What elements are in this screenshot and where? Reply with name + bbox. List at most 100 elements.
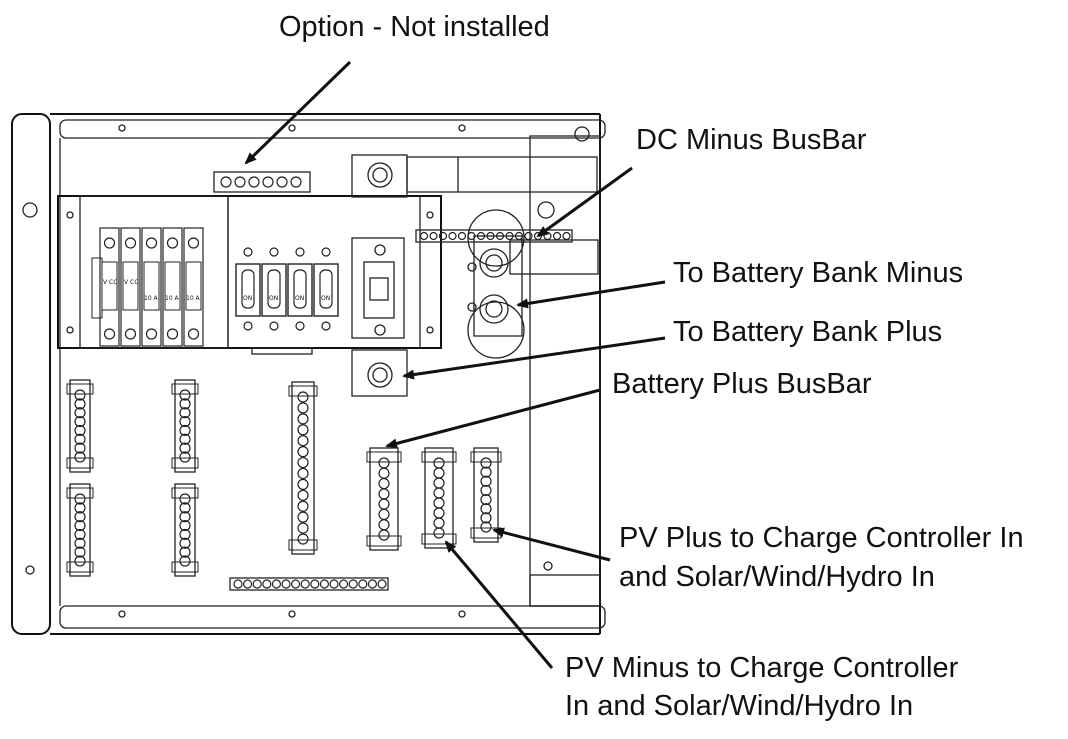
label-dc-minus-busbar: DC Minus BusBar: [636, 124, 867, 156]
terminal-screw: [297, 489, 309, 501]
terminal-screw: [74, 511, 86, 523]
toggle-breaker: ON: [261, 247, 287, 331]
busbar-screw: [233, 579, 243, 589]
arrow-battery-plus-busbar: [385, 388, 601, 449]
busbar-screw: [552, 231, 562, 241]
terminal-screw: [74, 389, 86, 401]
label-pv-plus-line2: and Solar/Wind/Hydro In: [619, 561, 935, 593]
terminal-screw: [179, 546, 191, 558]
terminal-screw: [480, 484, 492, 497]
terminal-screw: [179, 528, 191, 541]
arrow-dc-minus: [536, 166, 633, 238]
terminal-screw: [433, 487, 445, 499]
terminal-screw: [74, 407, 86, 419]
terminal-screw: [74, 493, 86, 505]
terminal-screw: [74, 451, 86, 463]
busbar-screw: [524, 231, 533, 241]
small-breaker: 10 A: [162, 227, 183, 347]
terminal-screw: [297, 391, 309, 403]
breaker-rating: 10 A: [186, 295, 201, 302]
busbar-screw: [438, 231, 448, 241]
top-bus-bar-frame: [406, 156, 599, 275]
terminal-screw: [297, 424, 309, 436]
battery-terminals: [467, 209, 525, 359]
busbar-screw: [291, 579, 301, 589]
terminal-screw: [179, 415, 191, 428]
label-pv-minus-line1: PV Minus to Charge Controller: [565, 652, 959, 684]
busbar-screw: [248, 176, 260, 188]
arrow-battery-minus: [516, 280, 666, 309]
terminal-screw: [297, 446, 309, 458]
busbar-screw: [476, 231, 486, 241]
terminal-screw: [480, 512, 492, 524]
breaker-rating: 10 A: [165, 295, 180, 302]
terminal-screw: [179, 555, 191, 567]
busbar-screw: [457, 231, 467, 241]
terminal-screw: [378, 488, 390, 500]
terminal-blocks: [66, 379, 502, 577]
terminal-screw: [297, 402, 309, 414]
terminal-screw: [480, 521, 492, 533]
arrow-pv-minus: [444, 540, 554, 669]
enclosure: [11, 113, 606, 635]
terminal-screw: [74, 433, 86, 445]
arrow-battery-plus: [402, 336, 666, 380]
toggle-label: ON: [295, 295, 304, 302]
toggle-breaker: ON: [235, 247, 261, 331]
terminal-screw: [74, 546, 86, 558]
busbar-screw: [262, 176, 274, 188]
terminal-screw: [179, 389, 191, 401]
toggle-label: ON: [269, 295, 278, 302]
terminal-screw: [378, 477, 390, 490]
busbar-screw: [290, 176, 302, 188]
terminal-screw: [433, 527, 445, 539]
main-breaker: [351, 154, 408, 397]
terminal-screw: [297, 511, 309, 523]
terminal-screw: [433, 457, 445, 469]
breaker-label: V CC: [103, 279, 117, 286]
option-busbar: [213, 171, 311, 193]
terminal-block: [171, 379, 199, 473]
terminal-screw: [480, 493, 492, 506]
terminal-screw: [179, 502, 191, 514]
terminal-screw: [74, 528, 86, 541]
busbar-screw: [562, 231, 571, 241]
busbar-screw: [220, 176, 232, 188]
terminal-screw: [297, 413, 309, 425]
terminal-screw: [480, 503, 492, 515]
busbar-screw: [514, 231, 524, 241]
busbar-screw: [367, 579, 377, 589]
busbar-screw: [505, 231, 514, 241]
terminal-screw: [74, 424, 86, 437]
busbar-screw: [252, 579, 262, 589]
busbar-screw: [358, 579, 368, 589]
terminal-screw: [378, 498, 390, 510]
small-breaker: V CC: [120, 227, 141, 347]
label-pv-plus-line1: PV Plus to Charge Controller In: [619, 522, 1024, 554]
terminal-screw: [179, 442, 191, 454]
busbar-screw: [329, 579, 339, 589]
busbar-screw: [276, 176, 288, 188]
terminal-screw: [297, 435, 309, 447]
label-battery-plus-busbar: Battery Plus BusBar: [612, 368, 872, 400]
terminal-screw: [378, 457, 390, 469]
terminal-screw: [480, 457, 492, 469]
busbar-screw: [339, 579, 349, 589]
breaker-label: V CC: [124, 279, 138, 286]
terminal-screw: [74, 442, 86, 454]
small-breaker: 10 A: [183, 227, 204, 347]
terminal-screw: [297, 533, 309, 545]
busbar-screw: [310, 579, 320, 589]
busbar-screw: [377, 579, 387, 589]
terminal-screw: [74, 398, 86, 410]
terminal-screw: [179, 407, 191, 419]
busbar-screw: [543, 231, 552, 241]
terminal-screw: [480, 475, 492, 487]
terminal-block: [66, 379, 94, 473]
busbar-screw: [262, 579, 272, 589]
